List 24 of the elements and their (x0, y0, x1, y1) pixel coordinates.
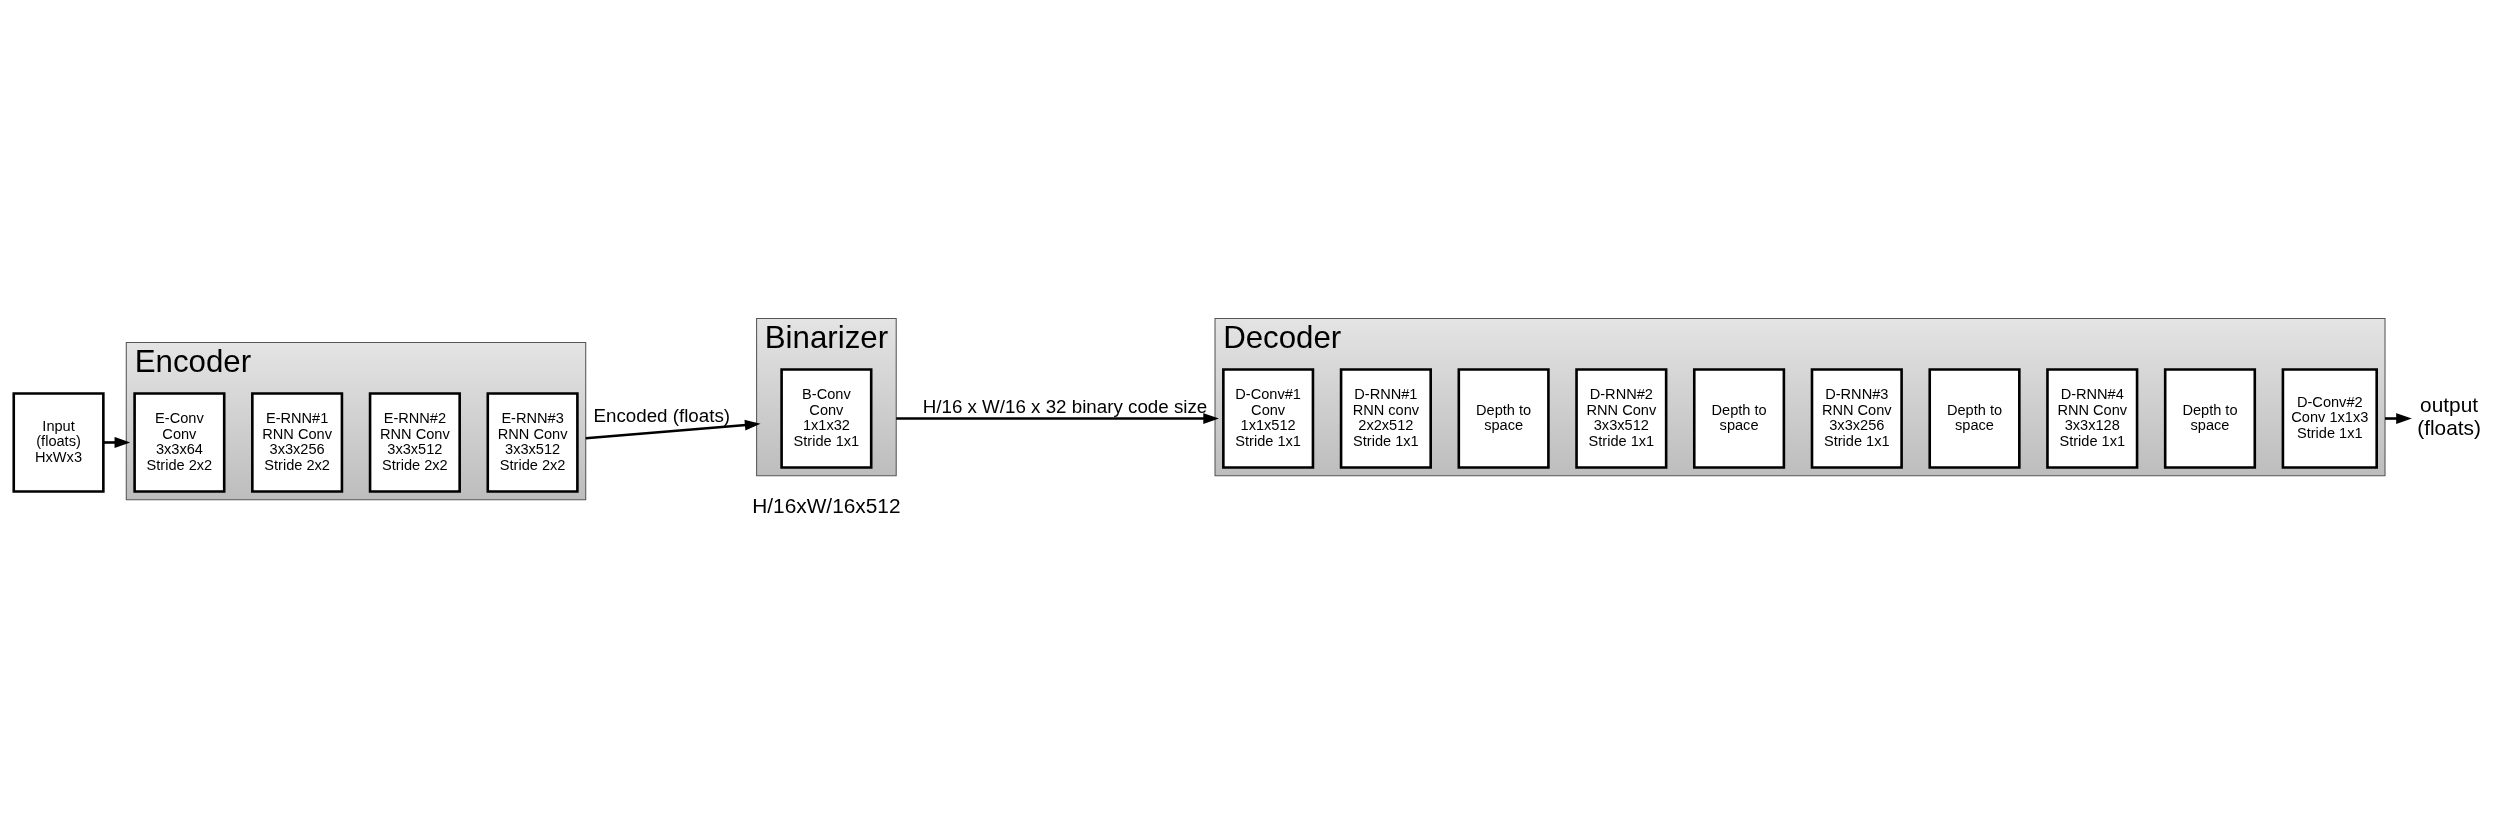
node-box: Depth to space (2163, 368, 2257, 469)
edge-label: Encoded (floats) (593, 405, 731, 427)
node-box: D-RNN#4 RNN Conv 3x3x128 Stride 1x1 (2046, 368, 2139, 469)
node-box: E-Conv Conv 3x3x64 Stride 2x2 (133, 392, 226, 493)
node-box: D-Conv#2 Conv 1x1x3 Stride 1x1 (2281, 368, 2378, 469)
arrow (103, 437, 131, 448)
node-box: E-RNN#1 RNN Conv 3x3x256 Stride 2x2 (251, 392, 344, 493)
node-text: output (floats) (2417, 393, 2481, 440)
label: H/16xW/16x512 (752, 494, 901, 518)
node-box: D-RNN#2 RNN Conv 3x3x512 Stride 1x1 (1575, 368, 1668, 469)
node-box: D-Conv#1 Conv 1x1x512 Stride 1x1 (1222, 368, 1315, 469)
arrow (585, 419, 761, 440)
node-box: E-RNN#3 RNN Conv 3x3x512 Stride 2x2 (486, 392, 579, 493)
node-box: B-Conv Conv 1x1x32 Stride 1x1 (780, 368, 873, 469)
node-box: Depth to space (1457, 368, 1550, 469)
arrow (896, 413, 1219, 424)
node-box: Depth to space (1692, 368, 1786, 469)
node-box: E-RNN#2 RNN Conv 3x3x512 Stride 2x2 (368, 392, 461, 493)
node-box: Depth to space (1928, 368, 2021, 469)
arrow (2385, 413, 2412, 424)
node-box: D-RNN#1 RNN conv 2x2x512 Stride 1x1 (1339, 368, 1432, 469)
node-box: D-RNN#3 RNN Conv 3x3x256 Stride 1x1 (1810, 368, 1903, 469)
node-box: Input (floats) HxWx3 (12, 392, 105, 493)
edge-label: H/16 x W/16 x 32 binary code size (922, 395, 1208, 417)
